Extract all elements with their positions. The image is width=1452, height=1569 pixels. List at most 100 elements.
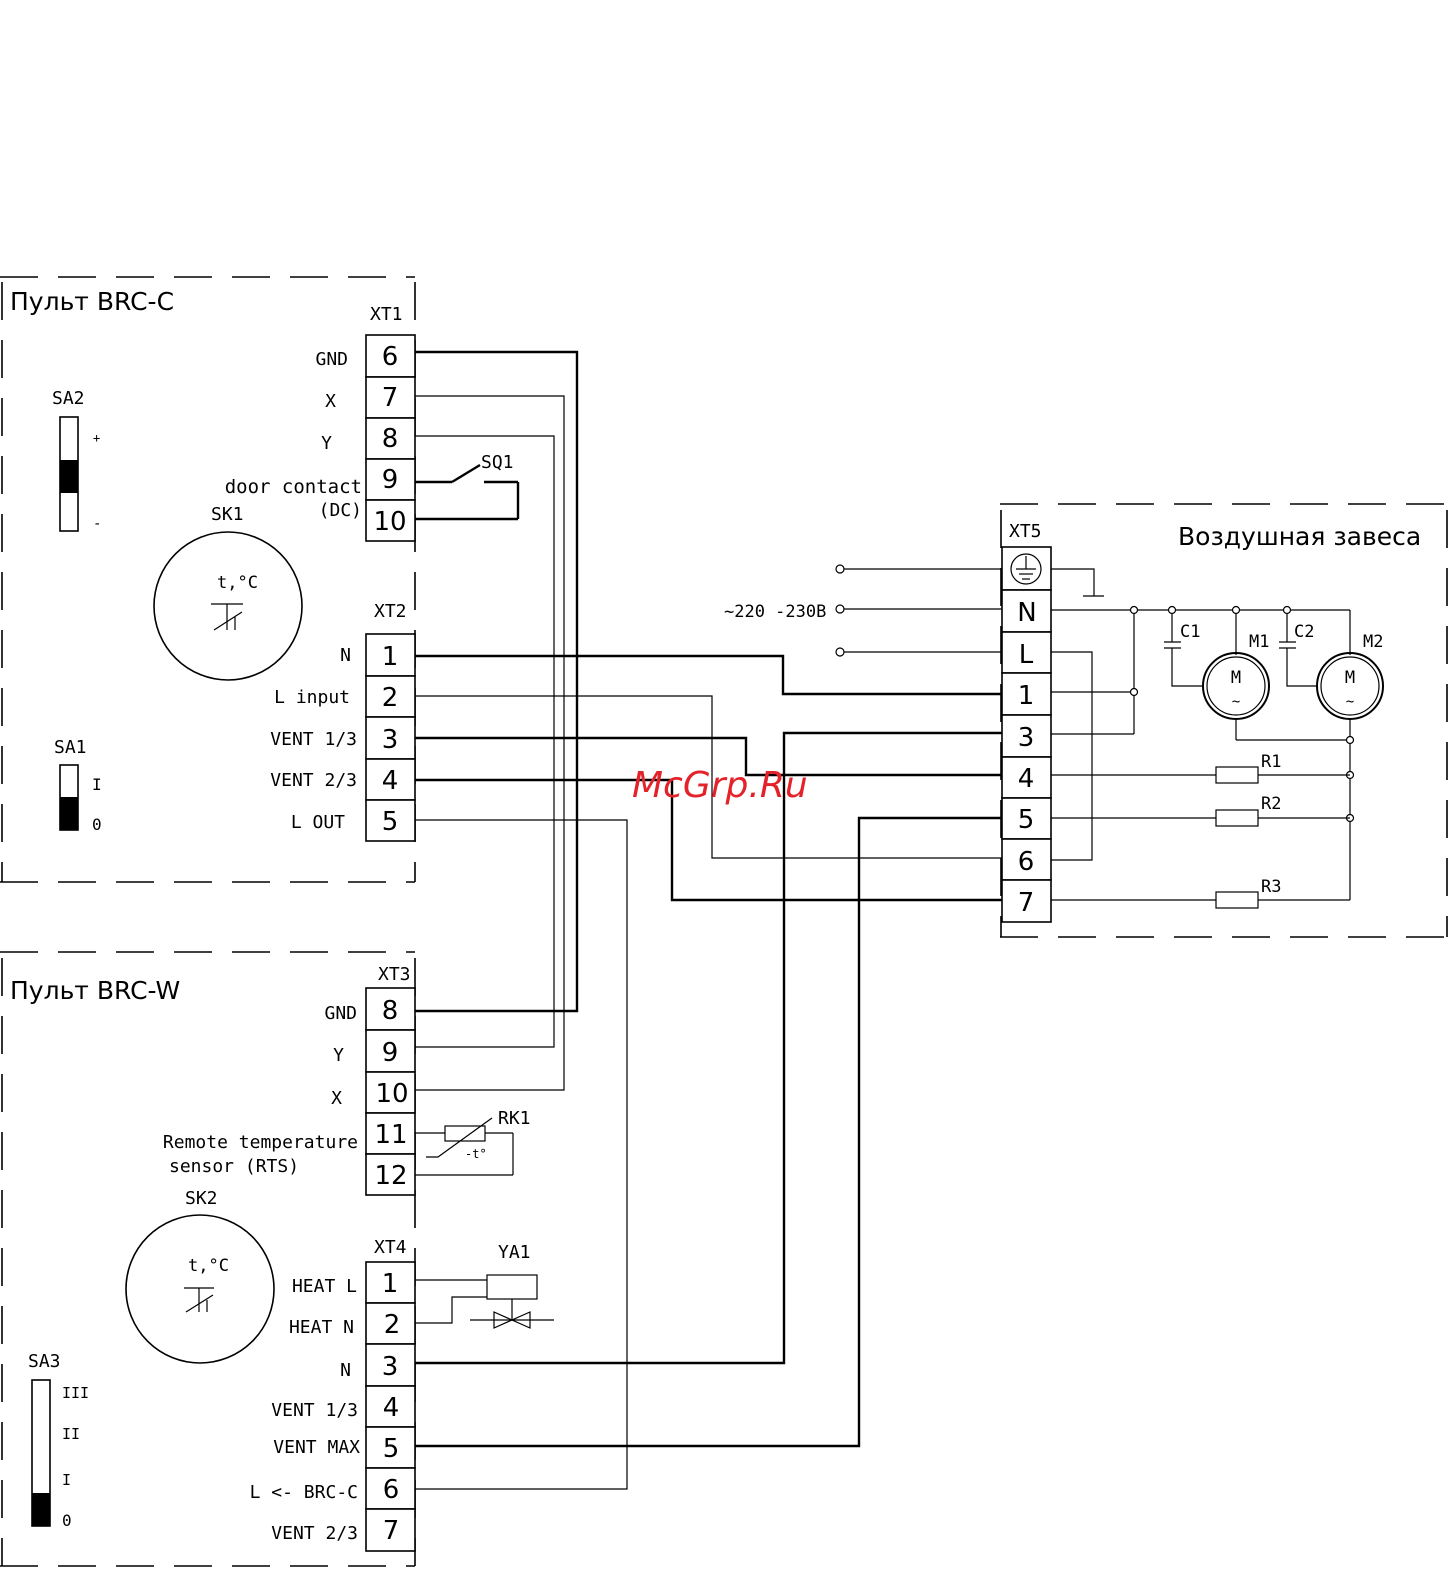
xt1-label: (DC) (319, 500, 362, 521)
xt2-num: 5 (382, 807, 399, 837)
xt5-name: XT5 (1009, 521, 1042, 542)
xt3-num: 8 (382, 996, 399, 1026)
wires (415, 350, 1002, 1490)
xt5-num: L (1019, 640, 1034, 670)
xt1-num: 7 (382, 383, 399, 413)
xt2-num: 2 (382, 683, 399, 713)
xt3-num: 11 (374, 1120, 407, 1150)
xt1-num: 6 (382, 342, 399, 372)
xt1-label: door contact (225, 476, 362, 498)
xt3-label: Y (333, 1045, 344, 1066)
xt2-num: 1 (382, 642, 399, 672)
remote-sensor-rk1: RK1 -t° (415, 1108, 531, 1176)
xt5-num: 1 (1018, 681, 1035, 711)
switch-sa2: SA2 + - (52, 388, 101, 532)
sa3-level: III (62, 1384, 89, 1402)
sa1-lever (60, 797, 78, 830)
xt3-num: 12 (374, 1161, 407, 1191)
watermark: McGrp.Ru (632, 765, 808, 806)
sa1-off: 0 (92, 815, 102, 834)
sa3-label: SA3 (28, 1351, 61, 1372)
xt1-cell (365, 376, 416, 419)
curtain-internals: C1 M ~ M1 C2 M ~ M2 R1 (1051, 568, 1384, 909)
sq1-label: SQ1 (481, 452, 514, 473)
panel-title-brc-w: Пульт BRC-W (10, 976, 180, 1005)
sk2-label: SK2 (185, 1188, 218, 1209)
xt4-name: XT4 (374, 1237, 407, 1258)
xt2-name: XT2 (374, 601, 407, 622)
ya1-label: YA1 (498, 1242, 531, 1263)
c1-label: C1 (1180, 622, 1200, 642)
resistor-r1 (1215, 766, 1259, 784)
xt2-cell (365, 758, 416, 801)
terminal-block-xt5: N L 1 3 4 5 6 7 (1001, 546, 1052, 923)
xt4-num: 2 (384, 1310, 401, 1340)
curtain-title: Воздушная завеса (1178, 522, 1421, 551)
xt2-label: VENT 2/3 (270, 770, 357, 791)
xt3-cell (365, 1112, 416, 1155)
resistor-r3 (1215, 891, 1259, 909)
m2-symbol: M (1345, 668, 1355, 688)
xt5-num: N (1017, 598, 1036, 628)
xt4-label: VENT MAX (273, 1437, 360, 1458)
xt1-num: 9 (382, 465, 399, 495)
xt4-cell (365, 1426, 416, 1469)
xt5-cell (1001, 589, 1052, 633)
xt3-cell (365, 1071, 416, 1114)
power-supply: ~220 -230В (724, 564, 1002, 657)
xt2-cell (365, 675, 416, 718)
sa1-on: I (92, 775, 102, 794)
supply-label: ~220 -230В (724, 602, 826, 622)
xt4-cell (365, 1302, 416, 1345)
xt5-cell (1001, 797, 1052, 840)
xt4-num: 3 (382, 1352, 399, 1382)
xt4-cell (365, 1261, 416, 1304)
xt1-label: Y (321, 433, 332, 454)
xt4-label: VENT 1/3 (271, 1400, 358, 1421)
xt1-num: 10 (373, 507, 406, 537)
xt5-cell (1001, 714, 1052, 758)
xt1-name: XT1 (370, 304, 403, 325)
resistor-r2 (1215, 809, 1259, 827)
xt3-cell (365, 987, 416, 1031)
xt1-cell (365, 334, 416, 378)
xt5-num: 5 (1018, 805, 1035, 835)
sa3-level: 0 (62, 1511, 72, 1530)
sa2-plus: + (93, 431, 100, 445)
xt4-cell (365, 1385, 416, 1428)
rk1-label: RK1 (498, 1108, 531, 1129)
xt2-label: L OUT (291, 812, 345, 833)
xt2-cell (365, 799, 416, 842)
r1-label: R1 (1261, 752, 1281, 772)
terminal-block-xt4: 1 2 3 4 5 6 7 (365, 1261, 416, 1552)
sk1-unit: t,°C (217, 573, 258, 593)
xt4-num: 5 (383, 1434, 400, 1464)
valve-ya1: YA1 (415, 1242, 554, 1329)
xt1-label: X (325, 391, 336, 412)
xt3-cell (365, 1029, 416, 1073)
m1-symbol: M (1231, 668, 1241, 688)
sa3-lever (32, 1493, 50, 1526)
xt4-num: 4 (383, 1393, 400, 1423)
terminal-block-xt2: 1 2 3 4 5 (365, 633, 416, 842)
xt4-label: N (340, 1360, 351, 1381)
thermostat-icon (211, 603, 243, 631)
r3-label: R3 (1261, 877, 1281, 897)
xt5-num: 3 (1018, 723, 1035, 753)
switch-sa3: SA3 III II I 0 (28, 1351, 89, 1530)
sa1-label: SA1 (54, 737, 87, 758)
xt5-num: 7 (1018, 888, 1035, 918)
xt3-cell (365, 1153, 416, 1196)
xt4-num: 6 (383, 1475, 400, 1505)
xt3-label: Remote temperature (163, 1132, 358, 1153)
xt1-cell (365, 499, 416, 542)
sa2-label: SA2 (52, 388, 85, 409)
thermostat-sk2: SK2 t,°C (125, 1188, 275, 1364)
xt5-cell (1001, 631, 1052, 674)
xt2-label: VENT 1/3 (270, 729, 357, 750)
sa2-lever (60, 460, 78, 493)
xt1-num: 8 (382, 424, 399, 454)
sk2-dial (125, 1214, 275, 1364)
xt2-label: L input (274, 687, 350, 708)
